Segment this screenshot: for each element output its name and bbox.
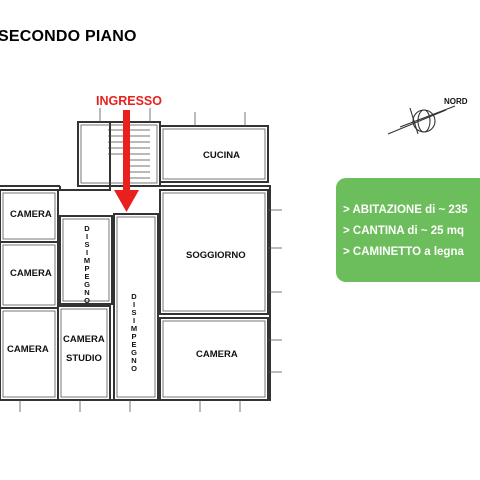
info-line-cantina: > CANTINA di ~ 25 mq (343, 225, 464, 237)
svg-text:M: M (84, 256, 90, 265)
svg-text:D: D (84, 224, 90, 233)
svg-text:P: P (84, 264, 89, 273)
info-line-abitazione: > ABITAZIONE di ~ 235 (343, 204, 468, 216)
compass-icon (387, 105, 456, 135)
info-line-caminetto: > CAMINETTO a legna (343, 246, 464, 258)
info-box: > ABITAZIONE di ~ 235 > CANTINA di ~ 25 … (336, 178, 480, 282)
entrance-arrow (114, 110, 139, 212)
svg-text:I: I (86, 232, 88, 241)
svg-text:I: I (133, 300, 135, 309)
svg-text:I: I (86, 248, 88, 257)
disimpegno-left-label: D I S I M P E G N O (84, 224, 90, 305)
north-label: NORD (444, 97, 468, 106)
room-label-camera-right: CAMERA (196, 349, 238, 360)
room-label-camera-bottom: CAMERA (7, 344, 49, 355)
svg-text:S: S (131, 308, 136, 317)
svg-text:D: D (131, 292, 137, 301)
floor-title: SECONDO PIANO (0, 28, 137, 45)
inner-walls (2, 108, 282, 412)
room-label-camera-top: CAMERA (10, 209, 52, 220)
svg-text:M: M (131, 324, 137, 333)
room-label-camera-mid: CAMERA (10, 268, 52, 279)
room-label-soggiorno: SOGGIORNO (186, 250, 246, 261)
svg-text:S: S (84, 240, 89, 249)
svg-text:I: I (133, 316, 135, 325)
svg-text:O: O (131, 364, 137, 373)
svg-text:N: N (131, 356, 136, 365)
walls (0, 121, 271, 401)
svg-text:O: O (84, 296, 90, 305)
svg-text:E: E (84, 272, 89, 281)
room-label-camera-studio-1: CAMERA (63, 334, 105, 345)
entrance-label: INGRESSO (96, 94, 162, 108)
svg-text:P: P (131, 332, 136, 341)
svg-text:G: G (84, 280, 90, 289)
disimpegno-center-label: D I S I M P E G N O (131, 292, 137, 373)
svg-text:N: N (84, 288, 89, 297)
svg-text:E: E (131, 340, 136, 349)
room-label-camera-studio-2: STUDIO (66, 353, 102, 364)
svg-text:G: G (131, 348, 137, 357)
room-label-cucina: CUCINA (203, 150, 240, 161)
